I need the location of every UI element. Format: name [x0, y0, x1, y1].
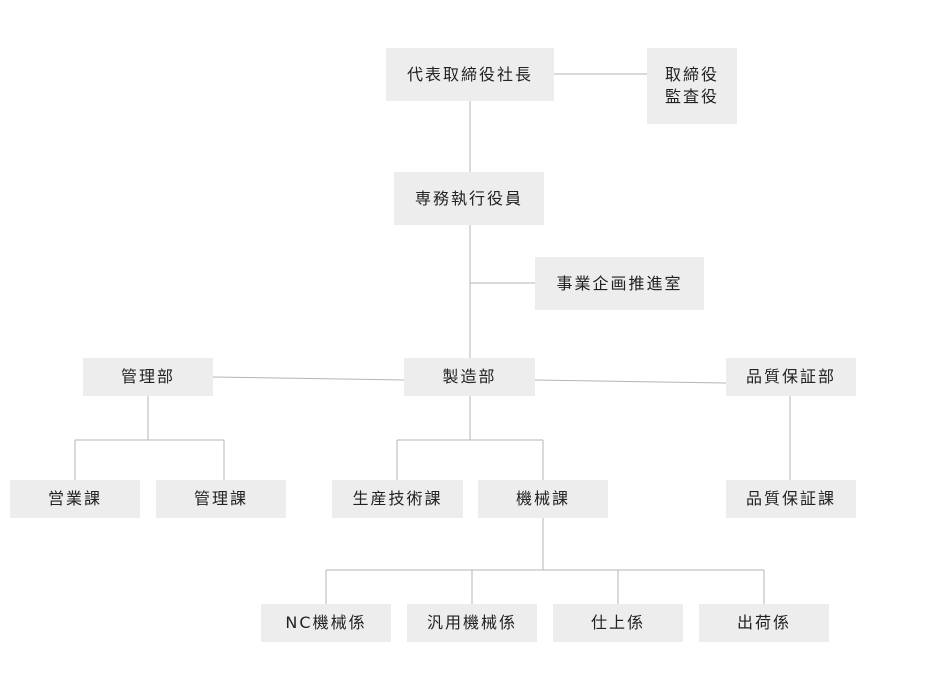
node-planning: 事業企画推進室	[535, 257, 704, 310]
node-president: 代表取締役社長	[386, 48, 554, 101]
node-admin-section: 管理課	[156, 480, 286, 518]
node-general-machining-unit: 汎用機械係	[407, 604, 537, 642]
node-shipping-unit-label: 出荷係	[736, 613, 791, 632]
node-board-label-line2: 監査役	[664, 87, 719, 106]
node-qa-dept: 品質保証部	[726, 358, 856, 396]
node-finishing-unit: 仕上係	[553, 604, 683, 642]
node-production-tech-section: 生産技術課	[332, 480, 463, 518]
node-sales-section-label: 営業課	[47, 489, 102, 508]
connector-manufacturing-admin	[212, 376, 405, 381]
node-admin-dept: 管理部	[83, 358, 213, 396]
node-general-machining-unit-label: 汎用機械係	[426, 613, 517, 632]
node-nc-machining-unit-label: NC機械係	[285, 613, 367, 632]
node-production-tech-section-label: 生産技術課	[352, 489, 443, 508]
node-finishing-unit-label: 仕上係	[590, 613, 645, 632]
node-nc-machining-unit: NC機械係	[261, 604, 391, 642]
node-executive-label: 専務執行役員	[414, 188, 523, 208]
node-qa-section-label: 品質保証課	[745, 489, 836, 508]
node-board-label-line1: 取締役	[664, 65, 719, 84]
node-manufacturing-dept: 製造部	[404, 358, 535, 396]
node-planning-label: 事業企画推進室	[556, 273, 683, 293]
node-shipping-unit: 出荷係	[699, 604, 829, 642]
node-qa-section: 品質保証課	[726, 480, 856, 518]
node-president-label: 代表取締役社長	[406, 64, 533, 84]
node-machinery-section-label: 機械課	[515, 489, 570, 508]
connector-manufacturing-qa	[534, 379, 727, 384]
node-machinery-section: 機械課	[478, 480, 608, 518]
node-board: 取締役 監査役	[647, 48, 737, 124]
node-admin-dept-label: 管理部	[120, 367, 175, 386]
node-qa-dept-label: 品質保証部	[745, 367, 836, 386]
node-manufacturing-dept-label: 製造部	[442, 367, 497, 386]
node-admin-section-label: 管理課	[193, 489, 248, 508]
node-sales-section: 営業課	[10, 480, 140, 518]
node-executive: 専務執行役員	[394, 172, 544, 225]
